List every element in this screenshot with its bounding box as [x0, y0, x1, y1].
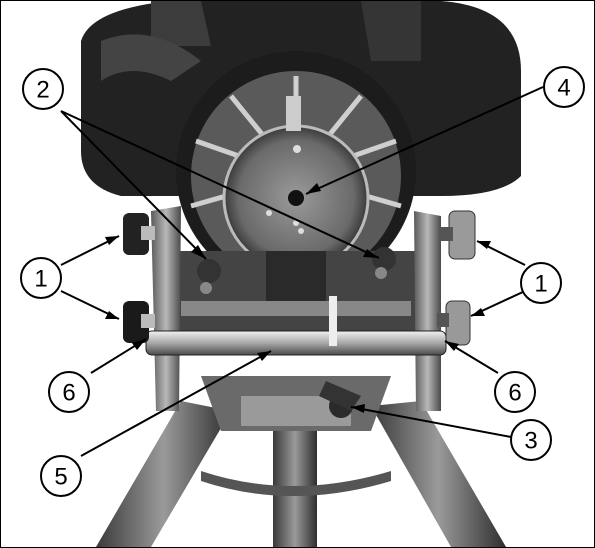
callout-2-label: 2: [36, 77, 49, 104]
knob-lower-left: [123, 301, 155, 343]
callout-1-right-label: 1: [534, 271, 547, 298]
callout-4: 4: [543, 66, 585, 108]
knob-upper-right: [439, 210, 476, 260]
lock-knobs: [123, 210, 476, 346]
callout-6-left: 6: [48, 371, 90, 413]
tripod-legs: [96, 401, 506, 547]
small-knob-left: [197, 259, 221, 294]
callout-1-right: 1: [520, 262, 562, 304]
callout-6-right-label: 6: [508, 380, 521, 407]
tripod-head: [201, 376, 391, 431]
callout-5-label: 5: [54, 464, 67, 491]
small-knob-right: [372, 247, 396, 279]
callout-4-label: 4: [557, 75, 570, 102]
callout-1-left: 1: [20, 257, 62, 299]
fork-arm-right: [414, 211, 441, 411]
callout-6-right: 6: [494, 371, 536, 413]
callout-2: 2: [22, 68, 64, 110]
callout-3: 3: [510, 419, 552, 461]
callout-6-left-label: 6: [62, 380, 75, 407]
drive-housing: [176, 51, 416, 291]
fork-arm-left: [151, 206, 181, 411]
callout-5: 5: [40, 455, 82, 497]
knob-upper-left: [123, 213, 155, 255]
fork-base: [176, 251, 416, 331]
leader-lines: [60, 86, 544, 457]
callout-3-label: 3: [524, 428, 537, 455]
cross-bar: [145, 296, 447, 356]
callout-1-left-label: 1: [34, 266, 47, 293]
leader-arrowheads: [105, 183, 491, 413]
